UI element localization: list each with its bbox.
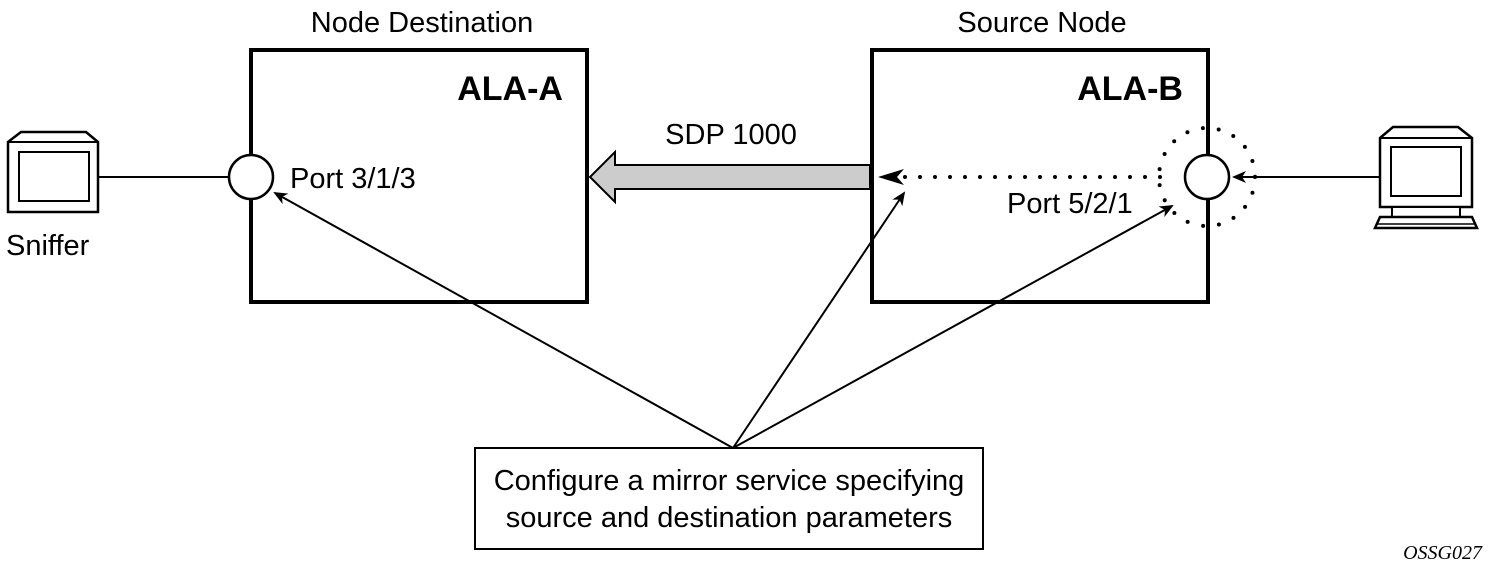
pointer-to-sdp [732, 191, 906, 449]
destination-node-title: Node Destination [311, 7, 533, 39]
sdp-tunnel-arrow [588, 149, 871, 205]
port-5-2-1-circle [1183, 153, 1231, 201]
sdp-label: SDP 1000 [665, 119, 797, 151]
note-line-1: Configure a mirror service specifying [494, 465, 965, 497]
note-box [474, 447, 984, 550]
port-3-1-3-label: Port 3/1/3 [290, 163, 416, 195]
mirrored-traffic-arrowhead [878, 169, 904, 185]
source-node-title: Source Node [957, 7, 1126, 39]
mirror-dotted-ring [1157, 126, 1257, 228]
figure-id: OSSG027 [1403, 542, 1483, 564]
port-3-1-3-circle [227, 153, 275, 201]
pointer-to-port-3-1-3 [273, 192, 734, 449]
sniffer-label: Sniffer [6, 230, 90, 262]
ala-b-label: ALA-B [1077, 70, 1183, 108]
note-line-2: source and destination parameters [506, 502, 953, 534]
ala-a-label: ALA-A [457, 70, 563, 108]
port-5-2-1-label: Port 5/2/1 [1007, 188, 1133, 220]
pointer-to-port-5-2-1 [732, 205, 1174, 449]
source-computer-icon [1373, 125, 1479, 230]
sniffer-computer-icon [6, 130, 100, 214]
